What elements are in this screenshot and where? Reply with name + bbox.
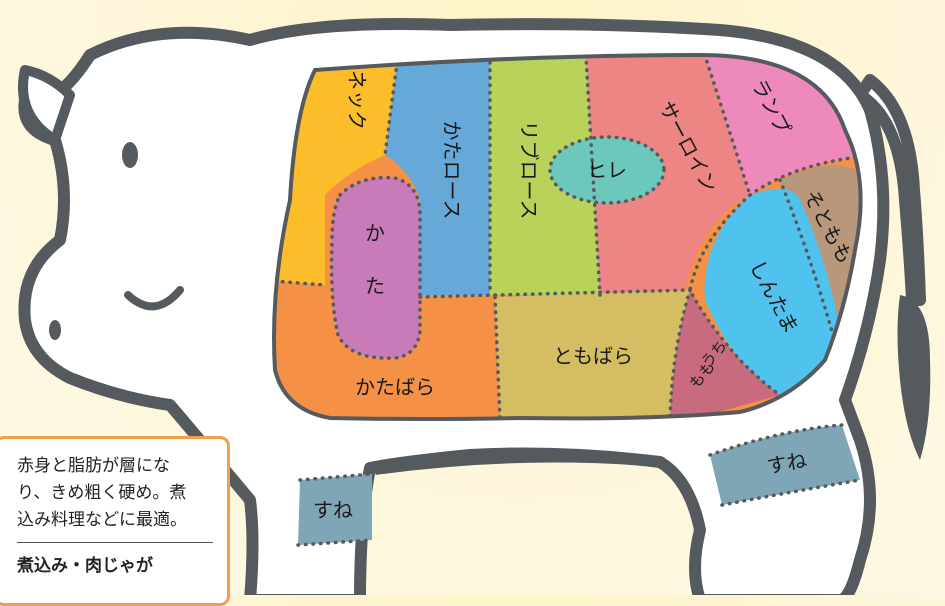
cut-description-line-3: 込み料理などに最適。 <box>17 510 187 530</box>
cut-info-card: 赤身と脂肪が層にな り、きめ粗く硬め。煮 込み料理などに最適。 煮込み・肉じゃが <box>0 436 230 606</box>
region-uchimomo <box>670 290 780 419</box>
label-neck: ネック <box>345 70 369 130</box>
cow-mouth <box>124 286 184 311</box>
region-hire <box>550 137 664 203</box>
label-katabara: かたばら <box>355 375 435 399</box>
label-kata-roast: かたロース <box>440 121 464 220</box>
cut-description: 赤身と脂肪が層にな り、きめ粗く硬め。煮 込み料理などに最適。 <box>17 453 213 534</box>
cow-ear <box>18 65 75 145</box>
label-kata-1: か <box>365 221 385 245</box>
cut-description-line-1: 赤身と脂肪が層にな <box>17 456 170 476</box>
region-tomobara <box>495 290 690 419</box>
region-sune-rear <box>710 425 860 505</box>
cow-belly-line <box>374 452 661 475</box>
region-katabara <box>274 280 500 419</box>
cut-dividers <box>274 55 861 419</box>
region-rib-roast <box>490 55 600 295</box>
region-kata <box>331 177 420 359</box>
cut-recommended-uses: 煮込み・肉じゃが <box>17 556 153 576</box>
cow-tail <box>854 74 926 306</box>
info-divider <box>17 542 213 543</box>
cow-eye <box>122 142 138 168</box>
label-kata-2: た <box>365 274 385 298</box>
label-tomobara: ともばら <box>553 344 633 368</box>
region-sune-front <box>298 474 372 545</box>
cow-tail-tuft <box>897 295 931 460</box>
sune-dividers <box>296 423 862 547</box>
cow-nostril <box>49 320 61 340</box>
region-shintama <box>704 188 845 400</box>
torso-outline <box>272 52 863 421</box>
region-kata-roast <box>385 55 490 295</box>
label-sune-front: すね <box>313 498 353 522</box>
label-hire: ヒレ <box>587 158 627 182</box>
cut-description-line-2: り、きめ粗く硬め。煮 <box>17 483 187 503</box>
label-rib-roast: リブロース <box>517 121 541 220</box>
region-sirloin <box>585 55 750 295</box>
